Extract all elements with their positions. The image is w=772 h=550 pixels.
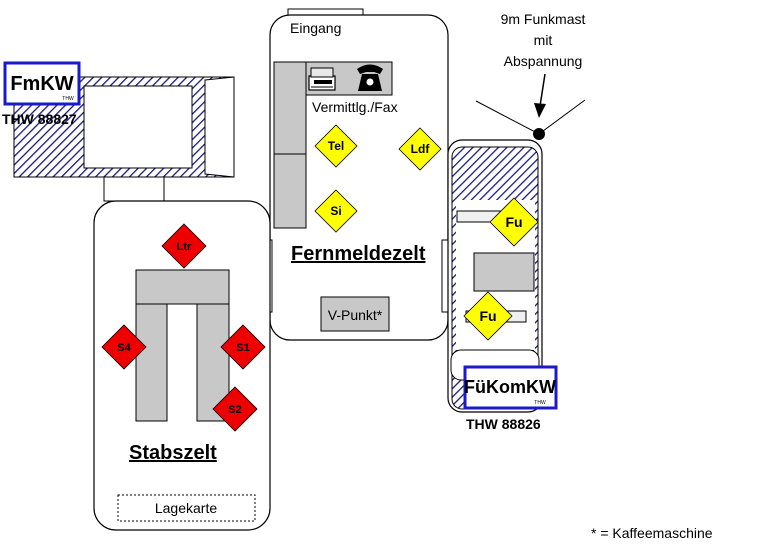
lagekarte-box: Lagekarte bbox=[117, 494, 256, 522]
mast-guy-lines bbox=[475, 99, 586, 135]
fuekomkw-logo-text: FüKomKW bbox=[464, 377, 556, 397]
fmkw-vehicle bbox=[13, 76, 235, 202]
fernmeldezelt-table-lower bbox=[273, 153, 307, 229]
vpunkt-box: V-Punkt* bbox=[320, 296, 390, 332]
footnote: * = Kaffeemaschine bbox=[591, 525, 713, 541]
fmkw-connector bbox=[103, 176, 165, 202]
vpunkt-label: V-Punkt* bbox=[328, 307, 383, 323]
marker-tel: Tel bbox=[314, 124, 358, 168]
svg-text:Abspannung: Abspannung bbox=[504, 53, 583, 69]
fernmeldezelt-tent bbox=[265, 8, 449, 341]
fmkw-rear-door bbox=[204, 76, 235, 178]
stabszelt-title: Stabszelt bbox=[129, 442, 217, 464]
stabszelt-table-left bbox=[135, 303, 168, 422]
switchboard-label: Vermittlg./Fax bbox=[312, 99, 398, 115]
mast-arrow bbox=[534, 73, 546, 118]
marker-ltr: Ltr bbox=[161, 223, 207, 269]
fuekomkw-logo: FüKomKW THW bbox=[463, 365, 558, 410]
mast-dot bbox=[533, 128, 545, 140]
svg-text:Si: Si bbox=[330, 204, 341, 218]
telephone-icon bbox=[357, 64, 383, 91]
marker-fu-lower: Fu bbox=[463, 291, 513, 341]
svg-text:S2: S2 bbox=[228, 404, 241, 416]
svg-text:mit: mit bbox=[534, 32, 553, 48]
marker-s1: S1 bbox=[220, 324, 266, 370]
fmkw-logo-subtext: THW bbox=[62, 96, 74, 102]
fernmeldezelt-side-flap-right bbox=[441, 239, 449, 313]
svg-text:9m Funkmast: 9m Funkmast bbox=[501, 11, 586, 27]
entrance-label: Eingang bbox=[290, 20, 341, 36]
svg-text:Ltr: Ltr bbox=[177, 241, 192, 253]
marker-si: Si bbox=[314, 189, 358, 233]
fuekomkw-equipment bbox=[473, 252, 535, 292]
fuekomkw-logo-subtext: THW bbox=[534, 400, 546, 406]
fmkw-vehicle-id: THW 88827 bbox=[2, 111, 77, 127]
fernmeldezelt-table-upper bbox=[273, 61, 307, 155]
fuekomkw-vehicle-id: THW 88826 bbox=[466, 416, 541, 432]
stabszelt-table-top bbox=[135, 269, 230, 305]
svg-text:Fu: Fu bbox=[479, 308, 496, 324]
svg-text:Fu: Fu bbox=[505, 214, 522, 230]
marker-s2: S2 bbox=[212, 386, 258, 432]
fernmeldezelt-title: Fernmeldezelt bbox=[291, 243, 426, 265]
fmkw-logo-text: FmKW bbox=[10, 73, 73, 95]
svg-text:Ldf: Ldf bbox=[411, 142, 431, 156]
svg-text:S1: S1 bbox=[236, 342, 249, 354]
mast-label: 9m Funkmast mit Abspannung bbox=[501, 11, 586, 69]
svg-text:S4: S4 bbox=[117, 342, 131, 354]
marker-s4: S4 bbox=[101, 324, 147, 370]
fmkw-cargo-area bbox=[83, 85, 193, 169]
marker-ldf: Ldf bbox=[398, 127, 442, 171]
svg-text:Tel: Tel bbox=[328, 139, 344, 153]
lagekarte-label: Lagekarte bbox=[155, 500, 217, 516]
stabszelt-tent bbox=[93, 200, 271, 531]
fax-machine-icon bbox=[308, 67, 336, 91]
fmkw-logo: FmKW THW bbox=[3, 61, 81, 106]
marker-fu-upper: Fu bbox=[489, 197, 539, 247]
